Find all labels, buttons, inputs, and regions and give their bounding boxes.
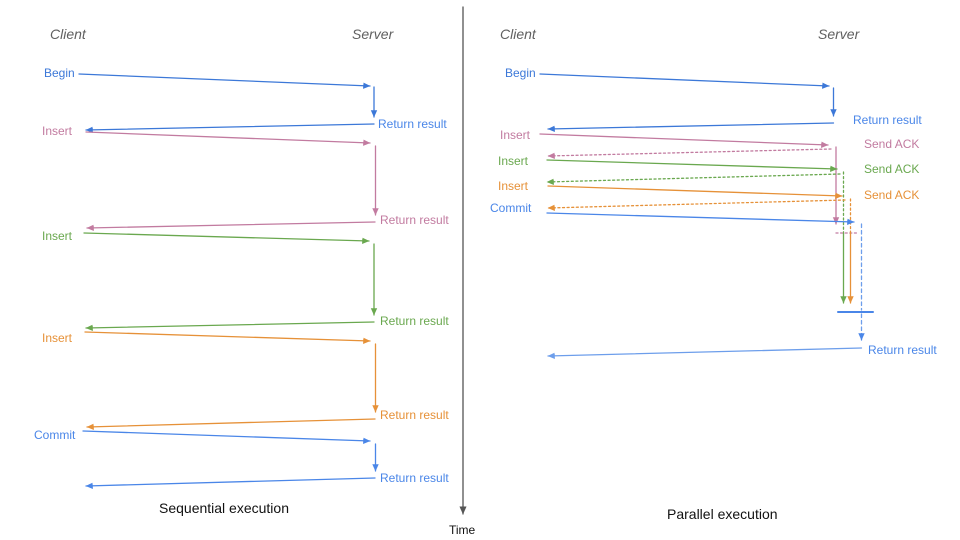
par-begin-op-label: Begin [505, 66, 536, 80]
seq-begin-response-arrow [85, 123, 375, 134]
seq-begin-result-label: Return result [378, 117, 447, 131]
seq-insert2-request-arrow [83, 232, 370, 245]
par-insert1-ack-arrow [547, 148, 832, 160]
par-insert1-ack-label: Send ACK [864, 137, 920, 151]
par-insert2-op-label: Insert [498, 154, 529, 168]
par-commit-transaction [546, 212, 874, 360]
seq-begin-request-arrow [78, 73, 371, 89]
seq-commit-response-arrow [85, 477, 376, 490]
seq-insert2-op-label: Insert [42, 229, 73, 243]
par-begin-result-label: Return result [853, 113, 922, 127]
seq-commit-op-label: Commit [34, 428, 76, 442]
par-final-response-arrow [547, 347, 863, 360]
par-server-header: Server [818, 26, 860, 42]
seq-insert3-result-label: Return result [380, 408, 449, 422]
seq-insert1-op-label: Insert [42, 124, 73, 138]
seq-insert2-response-arrow [85, 321, 375, 332]
seq-begin-transaction [78, 73, 378, 134]
par-insert1-op-label: Insert [500, 128, 531, 142]
seq-client-header: Client [50, 26, 86, 42]
seq-commit-transaction [82, 430, 379, 490]
par-insert2-ack-label: Send ACK [864, 162, 920, 176]
par-insert1-request-arrow [539, 133, 829, 148]
par-begin-request-arrow [539, 73, 830, 89]
seq-insert3-response-arrow [86, 418, 376, 431]
par-insert3-transaction [547, 185, 854, 304]
seq-insert1-request-arrow [85, 131, 371, 146]
seq-insert3-request-arrow [84, 331, 371, 344]
par-client-header: Client [500, 26, 536, 42]
par-begin-response-arrow [547, 122, 835, 133]
par-insert2-request-arrow [546, 159, 838, 172]
par-insert3-ack-label: Send ACK [864, 188, 920, 202]
seq-insert1-response-arrow [86, 221, 376, 232]
seq-insert1-transaction [85, 131, 379, 232]
time-axis-label: Time [449, 523, 476, 537]
par-insert3-ack-arrow [547, 199, 846, 212]
par-commit-op-label: Commit [490, 201, 532, 215]
par-begin-transaction [539, 73, 837, 133]
par-insert1-transaction [539, 133, 859, 234]
par-caption: Parallel execution [667, 506, 778, 522]
seq-insert3-op-label: Insert [42, 331, 73, 345]
par-insert2-ack-arrow [546, 173, 841, 186]
par-final-result-label: Return result [868, 343, 937, 357]
seq-insert3-transaction [84, 331, 379, 431]
seq-commit-request-arrow [82, 430, 371, 444]
seq-insert1-result-label: Return result [380, 213, 449, 227]
seq-caption: Sequential execution [159, 500, 289, 516]
par-insert2-transaction [546, 159, 847, 304]
seq-insert2-result-label: Return result [380, 314, 449, 328]
seq-insert2-transaction [83, 232, 378, 332]
par-insert3-request-arrow [547, 185, 843, 199]
seq-begin-op-label: Begin [44, 66, 75, 80]
par-insert3-op-label: Insert [498, 179, 529, 193]
par-commit-request-arrow [546, 212, 855, 225]
seq-commit-result-label: Return result [380, 471, 449, 485]
seq-server-header: Server [352, 26, 394, 42]
